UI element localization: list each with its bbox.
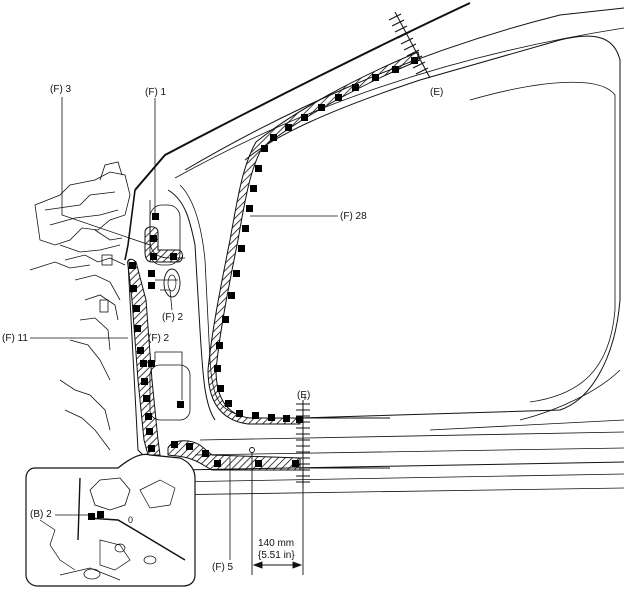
leader-lines [30, 97, 338, 560]
label-dim-in: {5.51 in} [258, 550, 295, 561]
label-f1: (F) 1 [145, 87, 167, 98]
label-f2-upper: (F) 2 [162, 312, 184, 323]
band-roof-rail [207, 51, 421, 425]
label-dim-mm: 140 mm [258, 538, 295, 549]
label-f5: (F) 5 [212, 562, 234, 573]
cut-line-top [388, 11, 431, 79]
label-e-top: (E) [430, 87, 444, 98]
label-b2: (B) 2 [30, 509, 52, 520]
dimension-140mm [249, 447, 304, 575]
front-structure-sketch [29, 161, 131, 451]
cut-line-mid [296, 400, 310, 488]
label-e-mid: (E) [297, 390, 311, 401]
adhesive-bands [127, 51, 421, 471]
label-f3: (F) 3 [50, 84, 72, 95]
label-f2-lower: (F) 2 [148, 333, 170, 344]
inset-detail [25, 453, 196, 587]
label-zero-mark: 0 [128, 515, 134, 525]
label-f28: (F) 28 [340, 211, 367, 222]
label-f11: (F) 11 [2, 333, 28, 344]
spot-welds [129, 57, 418, 467]
